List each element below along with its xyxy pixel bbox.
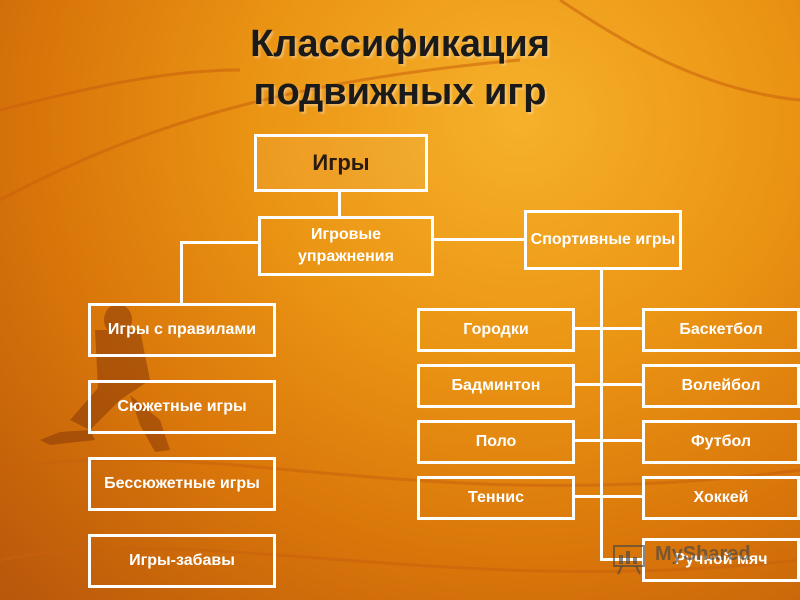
mid-item-label: Поло xyxy=(475,433,517,450)
presentation-icon xyxy=(613,545,645,575)
right-item-basketball-box: Баскетбол xyxy=(642,308,800,352)
left-item-label: Бессюжетные игры xyxy=(104,475,260,492)
connector-left-vertical xyxy=(180,241,183,304)
right-item-volleyball-box: Волейбол xyxy=(642,364,800,408)
connector-root-down xyxy=(338,190,341,218)
game-exercises-box: Игровые упражнения xyxy=(258,216,434,276)
connector-sport-trunk xyxy=(600,268,603,560)
right-item-label: Баскетбол xyxy=(679,321,763,338)
watermark-text: MyShared xyxy=(655,543,751,565)
mid-item-polo-box: Поло xyxy=(417,420,575,464)
root-games-label: Игры xyxy=(312,150,370,175)
sport-games-label: Спортивные игры xyxy=(530,231,676,248)
connector-ex-sport xyxy=(432,238,525,241)
right-item-label: Ручной мяч xyxy=(674,551,768,568)
sport-games-box: Спортивные игры xyxy=(524,210,682,270)
title-line-1: Классификация xyxy=(250,23,550,65)
mid-item-badminton-box: Бадминтон xyxy=(417,364,575,408)
left-item-label: Сюжетные игры xyxy=(117,398,247,415)
left-item-fun-box: Игры-забавы xyxy=(88,534,276,588)
left-item-plotless-box: Бессюжетные игры xyxy=(88,457,276,511)
mid-item-label: Бадминтон xyxy=(451,377,541,394)
right-item-label: Волейбол xyxy=(681,377,761,394)
connector-row-4 xyxy=(573,495,645,498)
connector-row-2 xyxy=(573,383,645,386)
title-line-2: подвижных игр xyxy=(253,71,547,113)
left-item-plot-box: Сюжетные игры xyxy=(88,380,276,434)
connector-row-3 xyxy=(573,439,645,442)
left-item-label: Игры-забавы xyxy=(129,552,235,569)
root-games-box: Игры xyxy=(254,134,428,192)
page-title: Классификация подвижных игр xyxy=(200,20,600,116)
right-item-hockey-box: Хоккей xyxy=(642,476,800,520)
left-item-rules-box: Игры с правилами xyxy=(88,303,276,357)
connector-row-1 xyxy=(573,327,645,330)
right-item-football-box: Футбол xyxy=(642,420,800,464)
right-item-label: Футбол xyxy=(690,433,751,450)
right-item-label: Хоккей xyxy=(693,489,749,506)
game-exercises-label: Игровые упражнения xyxy=(298,226,394,265)
mid-item-label: Теннис xyxy=(468,489,524,506)
mid-item-tennis-box: Теннис xyxy=(417,476,575,520)
mid-item-label: Городки xyxy=(463,321,529,338)
left-item-label: Игры с правилами xyxy=(107,321,257,338)
connector-left-horizontal xyxy=(180,241,260,244)
mid-item-gorodki-box: Городки xyxy=(417,308,575,352)
